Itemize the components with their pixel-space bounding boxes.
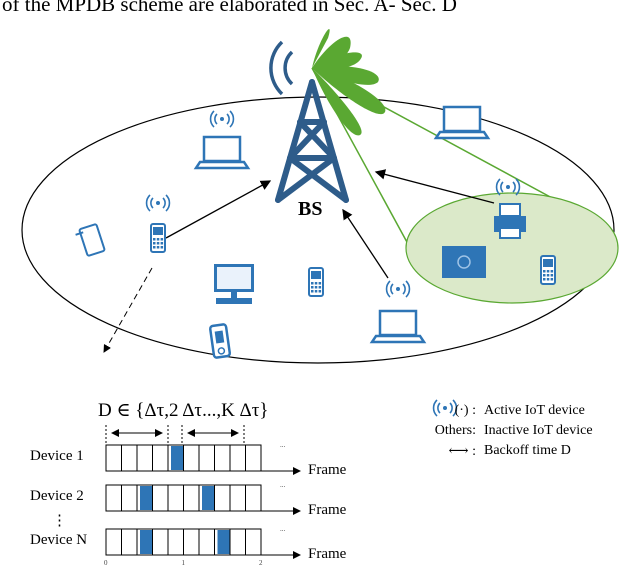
- legend-key-active: (·) :: [454, 403, 476, 418]
- time-slot: [229, 484, 246, 512]
- time-slot: [183, 484, 200, 512]
- printer-icon: [494, 203, 526, 239]
- screen-device-icon: [442, 246, 486, 278]
- time-slot: [214, 484, 231, 512]
- laptop-icon: [370, 309, 426, 344]
- time-slot: [105, 444, 122, 472]
- time-slot: [245, 484, 262, 512]
- transmission-slot: [202, 486, 215, 510]
- laptop-icon: [194, 135, 250, 170]
- movement-dashed-arrow: [103, 267, 153, 353]
- time-slot: [105, 528, 122, 556]
- top-caption: of the MPDB scheme are elaborated in Sec…: [2, 0, 457, 16]
- uplink-arrow-left: [165, 180, 272, 239]
- phone-icon: [308, 267, 324, 297]
- time-slot: [245, 444, 262, 472]
- time-slot: [229, 444, 246, 472]
- backoff-set-formula: D ∈ {Δτ,2 Δτ...,K Δτ}: [98, 400, 269, 421]
- ellipsis: ...: [280, 525, 286, 533]
- vertical-dots: ⋮: [52, 513, 67, 529]
- time-slot: [198, 444, 215, 472]
- ellipsis: ...: [280, 481, 286, 489]
- device-label: Device N: [30, 532, 88, 548]
- double-arrow-icon: ⟷ :: [448, 444, 476, 459]
- legend-key-inactive: Others:: [434, 423, 476, 438]
- legend-desc-backoff: Backoff time D: [484, 443, 571, 458]
- legend-desc-active: Active IoT device: [484, 403, 585, 418]
- time-slot: [198, 528, 215, 556]
- signal-waves-icon: [385, 280, 411, 298]
- axis-tick: 2: [259, 559, 263, 567]
- time-slot: [183, 528, 200, 556]
- tower-signal-icon: [269, 40, 294, 96]
- laptop-icon: [434, 105, 490, 140]
- time-slot: [121, 484, 138, 512]
- beam-pattern-icon: [312, 28, 386, 136]
- time-slot: [229, 528, 246, 556]
- device-label: Device 2: [30, 488, 84, 504]
- time-slot: [152, 484, 169, 512]
- time-slot: [121, 528, 138, 556]
- transmission-slot: [140, 530, 153, 554]
- media-player-icon: [208, 323, 232, 359]
- time-slot: [136, 444, 153, 472]
- desktop-icon: [214, 264, 254, 304]
- time-slot: [245, 528, 262, 556]
- signal-waves-icon: [209, 110, 235, 128]
- time-slot: [167, 484, 184, 512]
- time-slot: [105, 484, 122, 512]
- legend-desc-inactive: Inactive IoT device: [484, 423, 593, 438]
- tablet-icon: [75, 223, 106, 257]
- time-slot: [167, 528, 184, 556]
- device-label: Device 1: [30, 448, 84, 464]
- phone-icon: [150, 223, 166, 253]
- frame-label: Frame: [308, 502, 347, 518]
- time-slot: [152, 444, 169, 472]
- transmission-slot: [217, 530, 230, 554]
- frame-label: Frame: [308, 462, 347, 478]
- time-slot: [214, 444, 231, 472]
- bs-label: BS: [298, 198, 323, 220]
- frame-label: Frame: [308, 546, 347, 562]
- axis-tick: 1: [181, 559, 186, 567]
- signal-waves-icon: [145, 194, 171, 212]
- time-slot: [121, 444, 138, 472]
- axis-tick: 0: [104, 559, 108, 567]
- phone-icon: [540, 255, 556, 285]
- ellipsis: ...: [280, 441, 286, 449]
- transmission-slot: [171, 446, 184, 470]
- uplink-arrow-right: [374, 169, 495, 204]
- time-slot: [152, 528, 169, 556]
- timing-diagram: [105, 425, 301, 559]
- time-slot: [183, 444, 200, 472]
- uplink-arrow-bottom: [342, 208, 389, 279]
- transmission-slot: [140, 486, 153, 510]
- base-station-tower-icon: [275, 79, 349, 203]
